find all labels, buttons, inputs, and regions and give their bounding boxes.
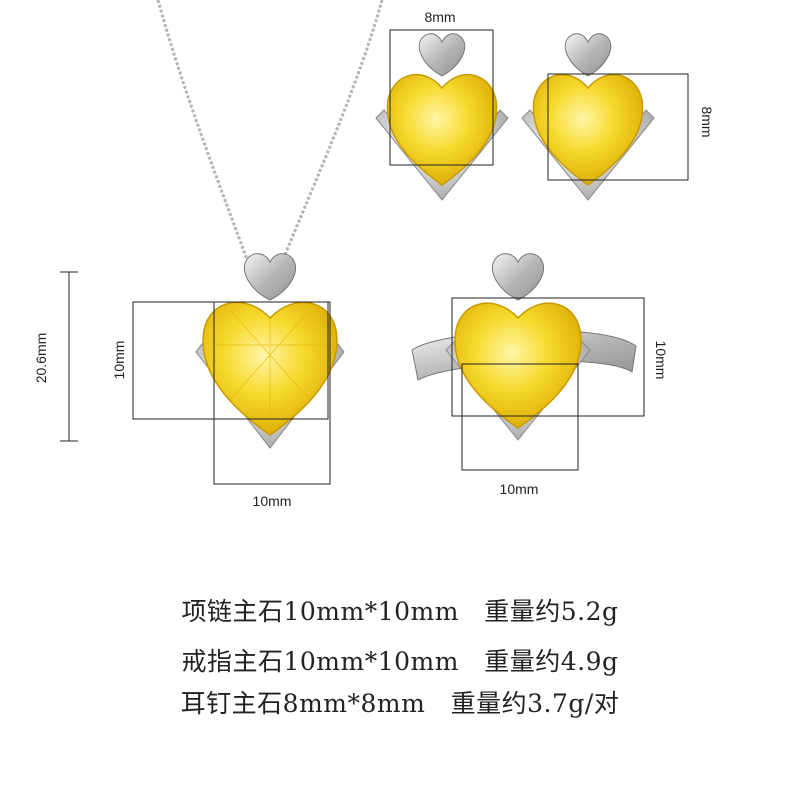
earring-width-label: 8mm [424, 9, 455, 25]
ring-stone-width-label: 10mm [500, 481, 539, 497]
spec-size: 10mm*10mm [283, 647, 459, 676]
pendant-pave-halo [195, 343, 345, 449]
spec-weight: 重量约4.9g [484, 647, 619, 676]
earring-left [375, 33, 509, 201]
spec-item: 戒指主石 [181, 647, 284, 676]
spec-size: 8mm*8mm [282, 689, 426, 718]
spec-weight: 重量约5.2g [484, 597, 619, 626]
heart-top-icon [418, 33, 466, 77]
spec-line-earring: 耳钉主石8mm*8mm 重量约3.7g/对 [0, 684, 800, 720]
heart-top-icon [491, 253, 545, 301]
earring-height-label: 8mm [699, 106, 715, 137]
ring-dimension-lines [451, 297, 645, 471]
pendant-stone-height-label: 10mm [111, 341, 127, 380]
earring-dimension-lines [389, 29, 689, 181]
spec-line-necklace: 项链主石10mm*10mm 重量约5.2g [0, 592, 800, 628]
pendant-dimension-lines [60, 271, 331, 485]
earring-right [521, 33, 655, 201]
ring-stone-height-label: 10mm [653, 341, 669, 380]
necklace-chain [156, 0, 384, 263]
pendant-stone-width-label: 10mm [253, 493, 292, 509]
spec-item: 项链主石 [181, 597, 284, 626]
spec-item: 耳钉主石 [180, 689, 283, 718]
pendant [195, 253, 345, 449]
heart-bail-icon [243, 253, 297, 301]
spec-weight: 重量约3.7g/对 [450, 689, 620, 718]
spec-size: 10mm*10mm [283, 597, 459, 626]
ring [411, 253, 637, 441]
pendant-total-height-label: 20.6mm [33, 333, 49, 384]
spec-line-ring: 戒指主石10mm*10mm 重量约4.9g [0, 642, 800, 678]
heart-top-icon [564, 33, 612, 77]
